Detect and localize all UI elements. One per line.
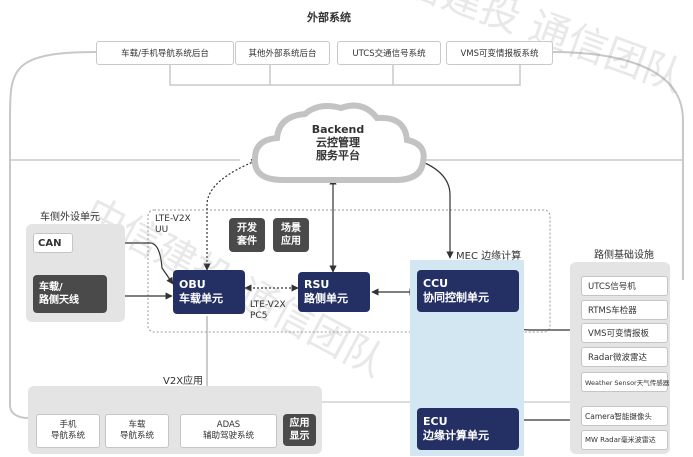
top-link-line: [169, 64, 521, 86]
roadside-mw-radar: MW Radar毫米波雷达: [581, 430, 668, 450]
pc5-line1: LTE-V2X: [250, 300, 286, 310]
scene-app-line2: 应用: [281, 236, 301, 247]
page-title: 外部系统: [307, 11, 351, 24]
lte-uu-label: LTE-V2X UU: [155, 214, 191, 236]
cloud-line2: 云控管理: [316, 136, 360, 149]
app-display-line2: 显示: [289, 431, 310, 442]
rsu-box: RSU 路侧单元: [298, 272, 370, 312]
cloud-shape: [251, 102, 427, 183]
lte-uu-line2: UU: [155, 225, 169, 235]
can-obu-line: [68, 242, 174, 285]
ecu-line1: ECU: [423, 415, 448, 428]
v2x-apps-label: V2X应用: [163, 376, 204, 387]
pc5-label: LTE-V2X PC5: [250, 300, 286, 322]
ext-vms-system: VMS可变情报板系统: [446, 41, 553, 65]
scene-app-line1: 场景: [281, 223, 301, 234]
ecu-box: ECU 边缘计算单元: [417, 408, 519, 450]
ccu-line1: CCU: [423, 277, 449, 290]
roadside-camera: Camera智能摄像头: [581, 406, 668, 426]
ccu-line2: 协同控制单元: [423, 291, 489, 304]
ext-vehicle-nav-backend: 车载/手机导航系统后台: [96, 41, 234, 65]
vehicle-peripheral-label: 车侧外设单元: [40, 212, 100, 223]
cloud-line1: Backend: [311, 123, 365, 136]
app-phone-line2: 导航系统: [50, 431, 85, 441]
scene-app-box: 场景 应用: [273, 218, 309, 252]
obu-line1: OBU: [179, 278, 206, 291]
app-vehicle-line1: 车载: [128, 420, 146, 430]
ccu-box: CCU 协同控制单元: [417, 270, 519, 312]
app-phone-line1: 手机: [59, 420, 77, 430]
app-phone-nav: 手机 导航系统: [36, 414, 100, 448]
obu-box: OBU 车载单元: [173, 270, 245, 314]
obu-cloud-dotted: [203, 159, 259, 271]
antenna-line1: 车载/: [39, 282, 63, 293]
cloud-label: Backend 云控管理 服务平台: [288, 123, 388, 162]
pc5-line2: PC5: [250, 311, 268, 321]
cloud-line3: 服务平台: [316, 149, 360, 162]
obu-line2: 车载单元: [179, 292, 223, 305]
dev-kit-line1: 开发: [237, 223, 257, 234]
ext-utcs-system: UTCS交通信号系统: [337, 41, 441, 65]
app-adas: ADAS 辅助驾驶系统: [180, 414, 277, 448]
app-adas-line1: ADAS: [216, 420, 241, 430]
antenna-line2: 路侧天线: [39, 295, 79, 306]
app-display-line1: 应用: [289, 418, 310, 429]
roadside-utcs: UTCS信号机: [581, 276, 668, 296]
outer-loop-right: [551, 51, 684, 280]
roadside-rtms: RTMS车检器: [581, 300, 668, 320]
app-vehicle-nav: 车载 导航系统: [105, 414, 169, 448]
ext-other-backend: 其他外部系统后台: [235, 41, 330, 65]
roadside-vms: VMS可变情报板: [581, 323, 668, 343]
rsu-line1: RSU: [304, 278, 330, 291]
mec-label: MEC 边缘计算: [456, 251, 522, 262]
app-display-box: 应用 显示: [283, 414, 316, 446]
app-adas-line2: 辅助驾驶系统: [202, 431, 254, 441]
can-box: CAN: [33, 233, 73, 253]
roadside-radar: Radar微波雷达: [581, 347, 668, 367]
app-vehicle-line2: 导航系统: [119, 431, 154, 441]
rsu-line2: 路侧单元: [304, 292, 348, 305]
ecu-line2: 边缘计算单元: [423, 429, 489, 442]
antenna-box: 车载/ 路侧天线: [33, 275, 107, 313]
mec-dotted-region: [147, 209, 551, 333]
outer-loop-line: [9, 51, 97, 419]
roadside-weather: Weather Sensor天气传感器: [581, 372, 669, 392]
roadside-label: 路侧基础设施: [594, 250, 654, 261]
dev-kit-line2: 套件: [237, 236, 257, 247]
dev-kit-box: 开发 套件: [229, 218, 265, 252]
lte-uu-line1: LTE-V2X: [155, 214, 191, 224]
